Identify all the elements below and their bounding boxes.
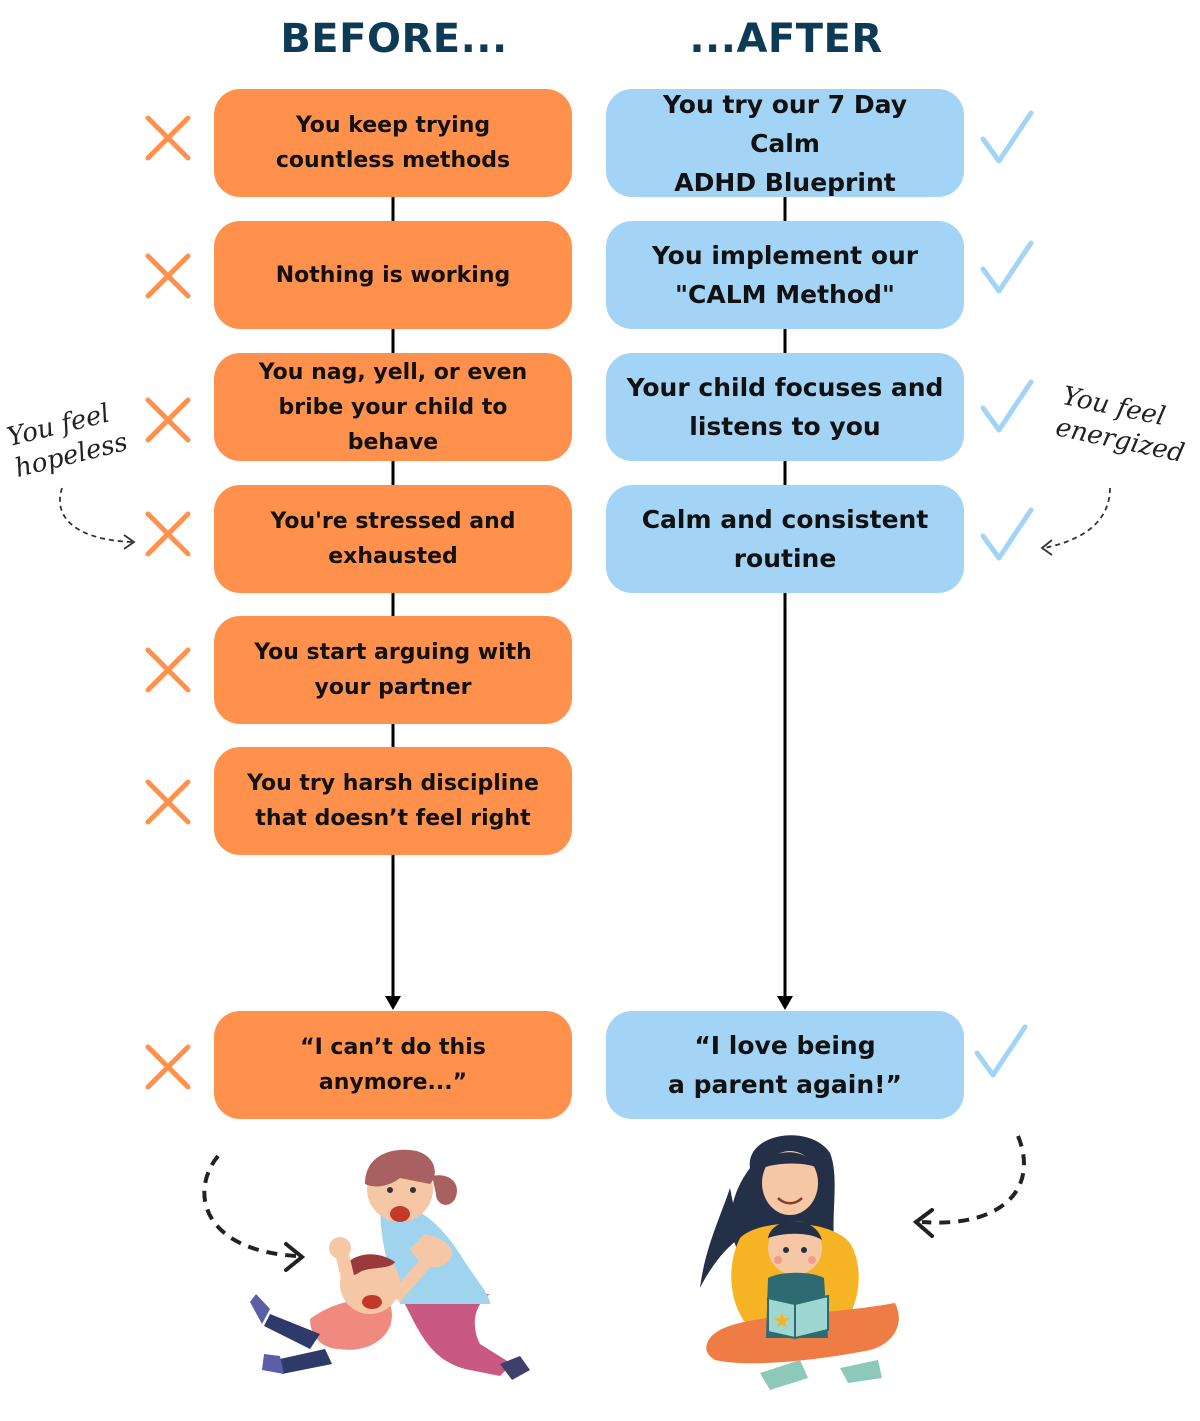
- cross-icon: [138, 1037, 198, 1097]
- before-step-5: You start arguing with your partner: [214, 616, 572, 724]
- after-step-4: Calm and consistent routine: [606, 485, 964, 593]
- cross-icon: [138, 640, 198, 700]
- check-icon: [976, 108, 1036, 168]
- stressed-parent-illustration: [250, 1149, 530, 1380]
- after-result: “I love being a parent again!”: [606, 1011, 964, 1119]
- check-icon: [976, 377, 1036, 437]
- after-illustration-arrowhead: [912, 1208, 934, 1238]
- cross-icon: [138, 390, 198, 450]
- cross-icon: [138, 772, 198, 832]
- before-result: “I can’t do this anymore...”: [214, 1011, 572, 1119]
- after-heading: ...AFTER: [689, 16, 883, 62]
- before-step-1: You keep trying countless methods: [214, 89, 572, 197]
- before-step-4: You're stressed and exhausted: [214, 485, 572, 593]
- cross-icon: [138, 504, 198, 564]
- before-step-2: Nothing is working: [214, 221, 572, 329]
- after-illustration-arrow: [921, 1135, 1026, 1225]
- note-hopeless: You feel hopeless: [4, 398, 131, 484]
- after-step-2: You implement our "CALM Method": [606, 221, 964, 329]
- check-icon: [976, 505, 1036, 565]
- note-energized: You feel energized: [1052, 381, 1188, 469]
- cross-icon: [138, 108, 198, 168]
- before-heading: BEFORE...: [280, 16, 508, 62]
- after-flow-arrowhead: [777, 996, 793, 1010]
- calm-parent-illustration: [700, 1135, 899, 1390]
- check-icon: [976, 238, 1036, 298]
- cross-icon: [138, 246, 198, 306]
- energized-arrowhead: [1040, 539, 1053, 556]
- check-icon: [970, 1022, 1030, 1082]
- hopeless-arrowhead: [123, 534, 136, 550]
- after-step-3: Your child focuses and listens to you: [606, 353, 964, 461]
- after-step-1: You try our 7 Day Calm ADHD Blueprint: [606, 89, 964, 197]
- before-step-6: You try harsh discipline that doesn’t fe…: [214, 747, 572, 855]
- energized-dashed-arrow: [1043, 487, 1111, 549]
- before-step-3: You nag, yell, or even bribe your child …: [214, 353, 572, 461]
- hopeless-dashed-arrow: [59, 487, 133, 543]
- before-flow-arrowhead: [385, 996, 401, 1010]
